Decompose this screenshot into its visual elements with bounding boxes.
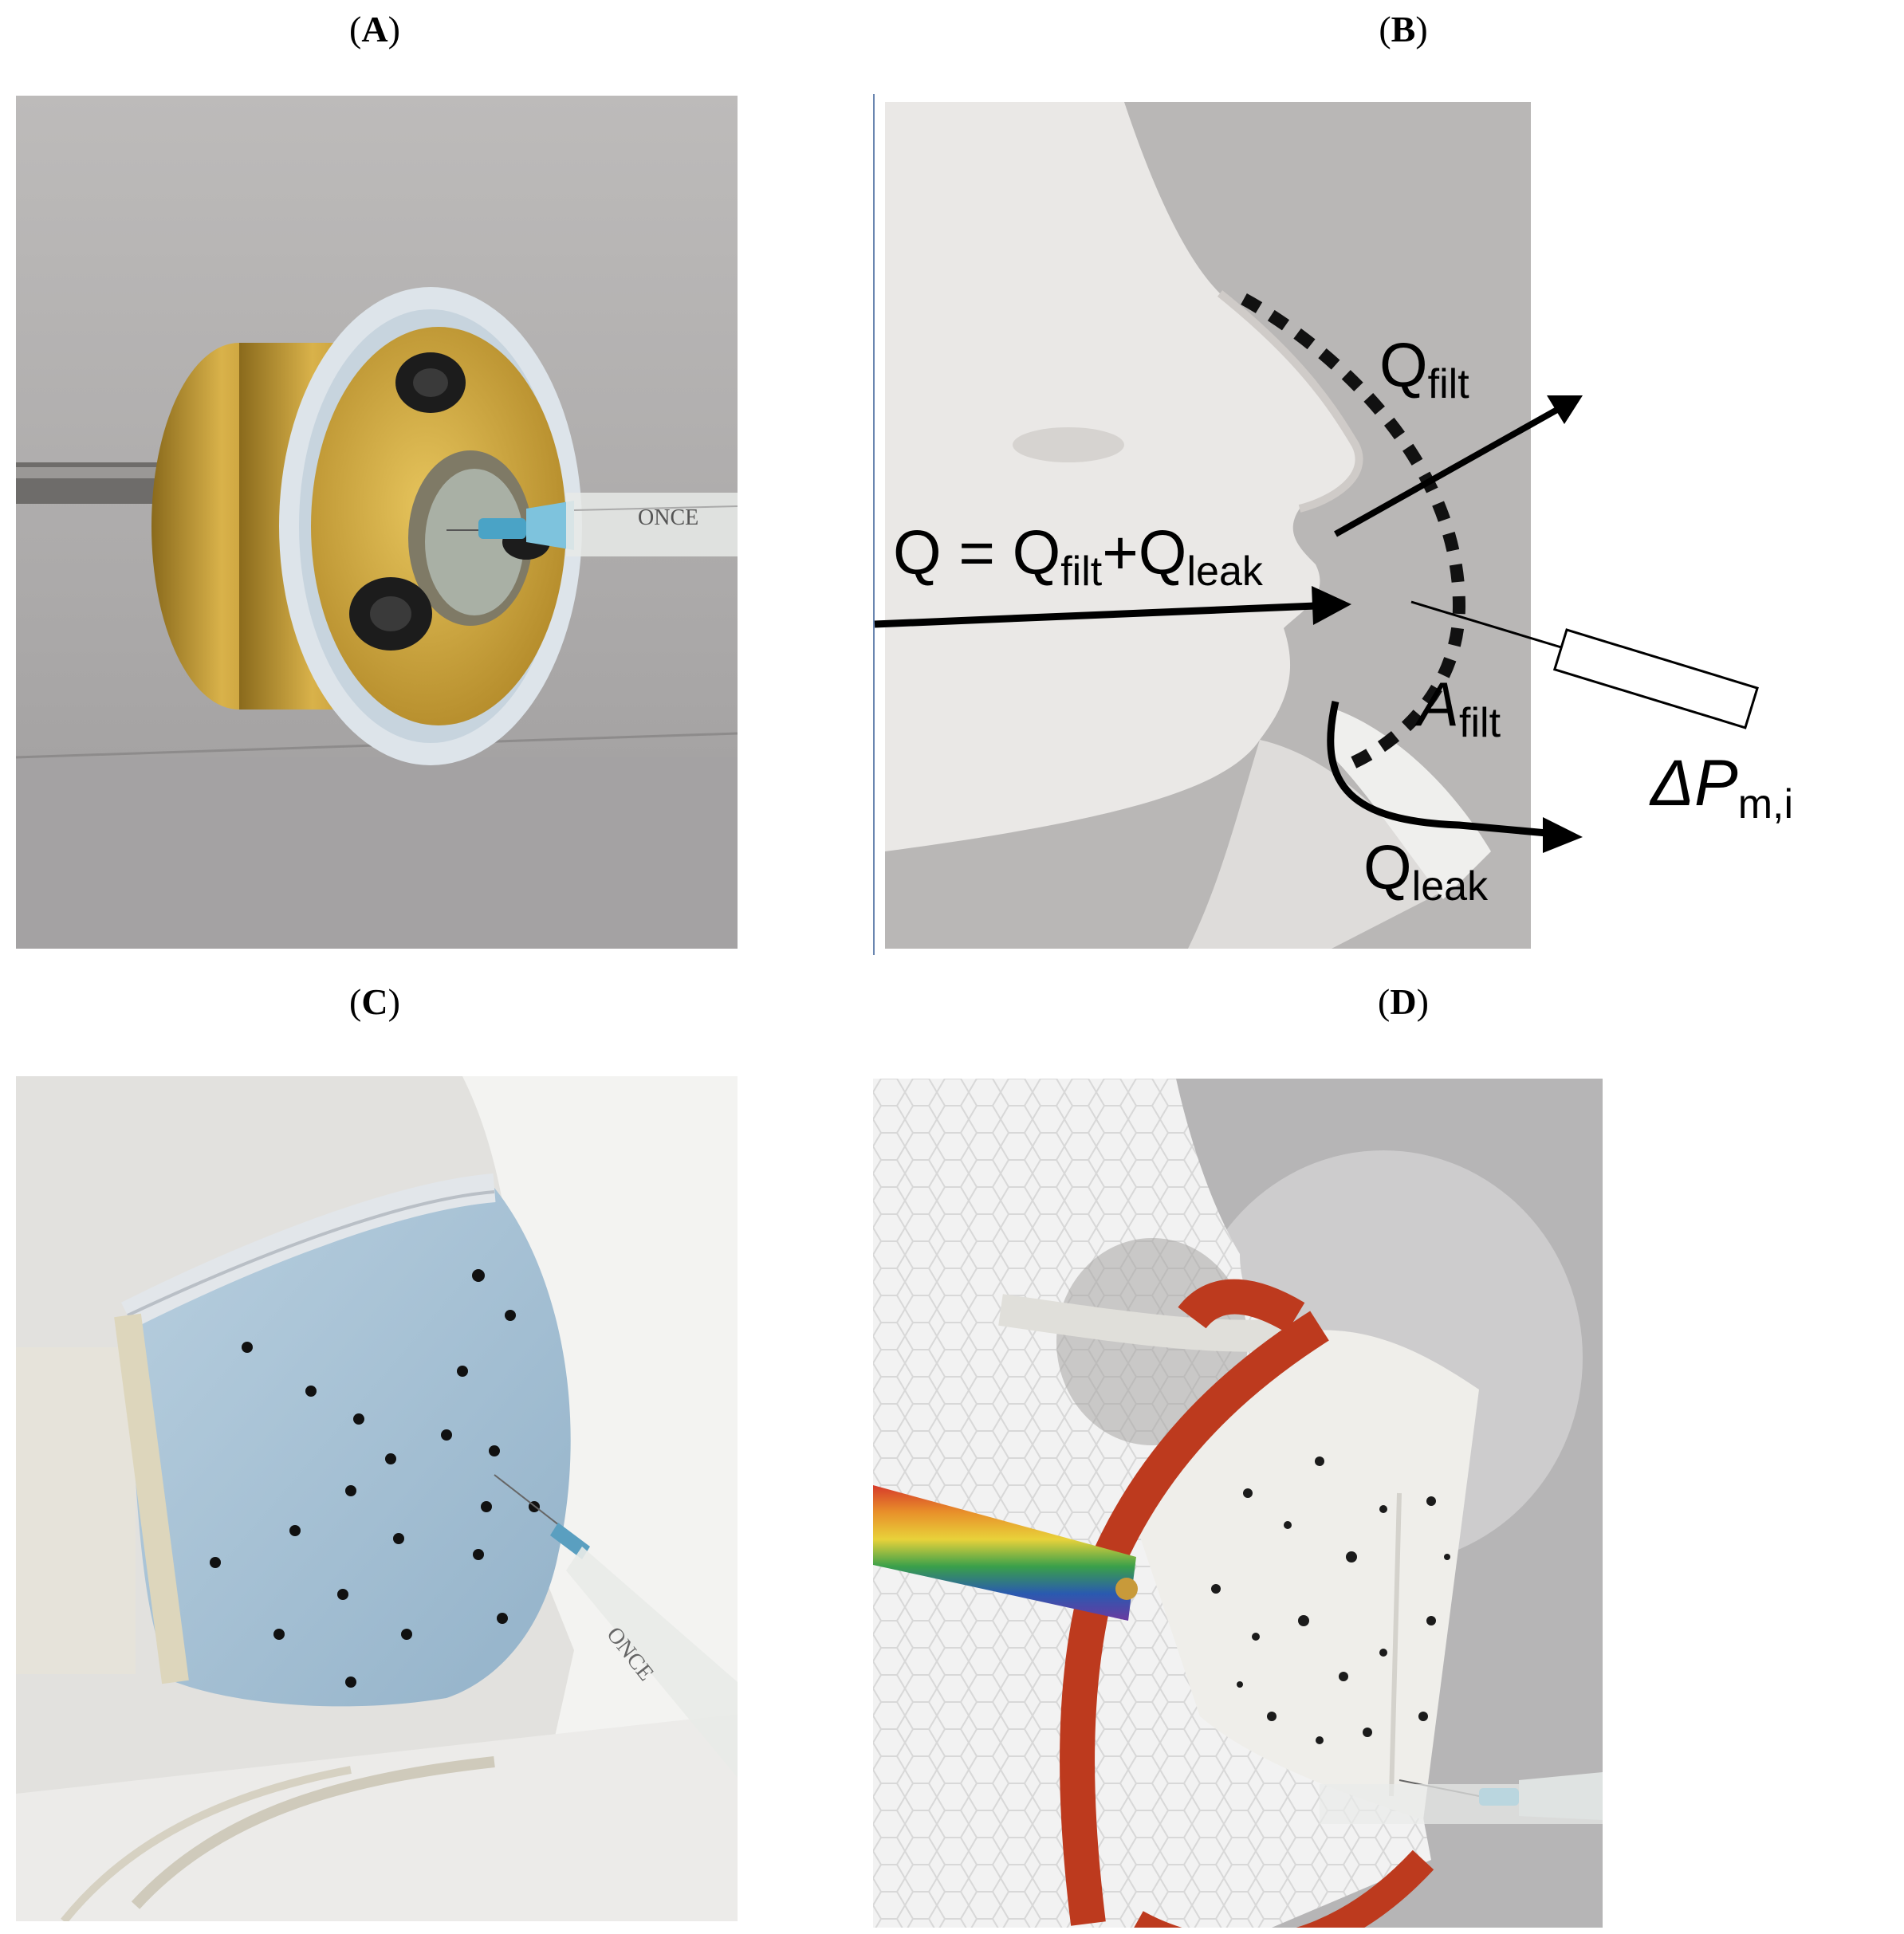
photo-surgical-mask: ONCE (16, 1076, 738, 1921)
svg-text:ONCE: ONCE (638, 505, 698, 530)
delta-p-label: ΔPm,i (1649, 747, 1793, 827)
photo-ffp2-mask (873, 1079, 1603, 1928)
photo-mannequin-profile (885, 102, 1531, 949)
panel-label-c: (C) (349, 981, 400, 1022)
panel-label-d: (D) (1378, 981, 1429, 1022)
panel-label-a: (A) (349, 9, 400, 49)
photo-brass-fixture: ONCE (16, 96, 738, 949)
panel-b-left-border (873, 94, 875, 955)
q-leak-arrowhead (1543, 817, 1583, 853)
panel-label-b: (B) (1379, 9, 1428, 49)
q-filt-arrowhead (1547, 395, 1583, 424)
pressure-sensor-box (1552, 628, 1759, 729)
